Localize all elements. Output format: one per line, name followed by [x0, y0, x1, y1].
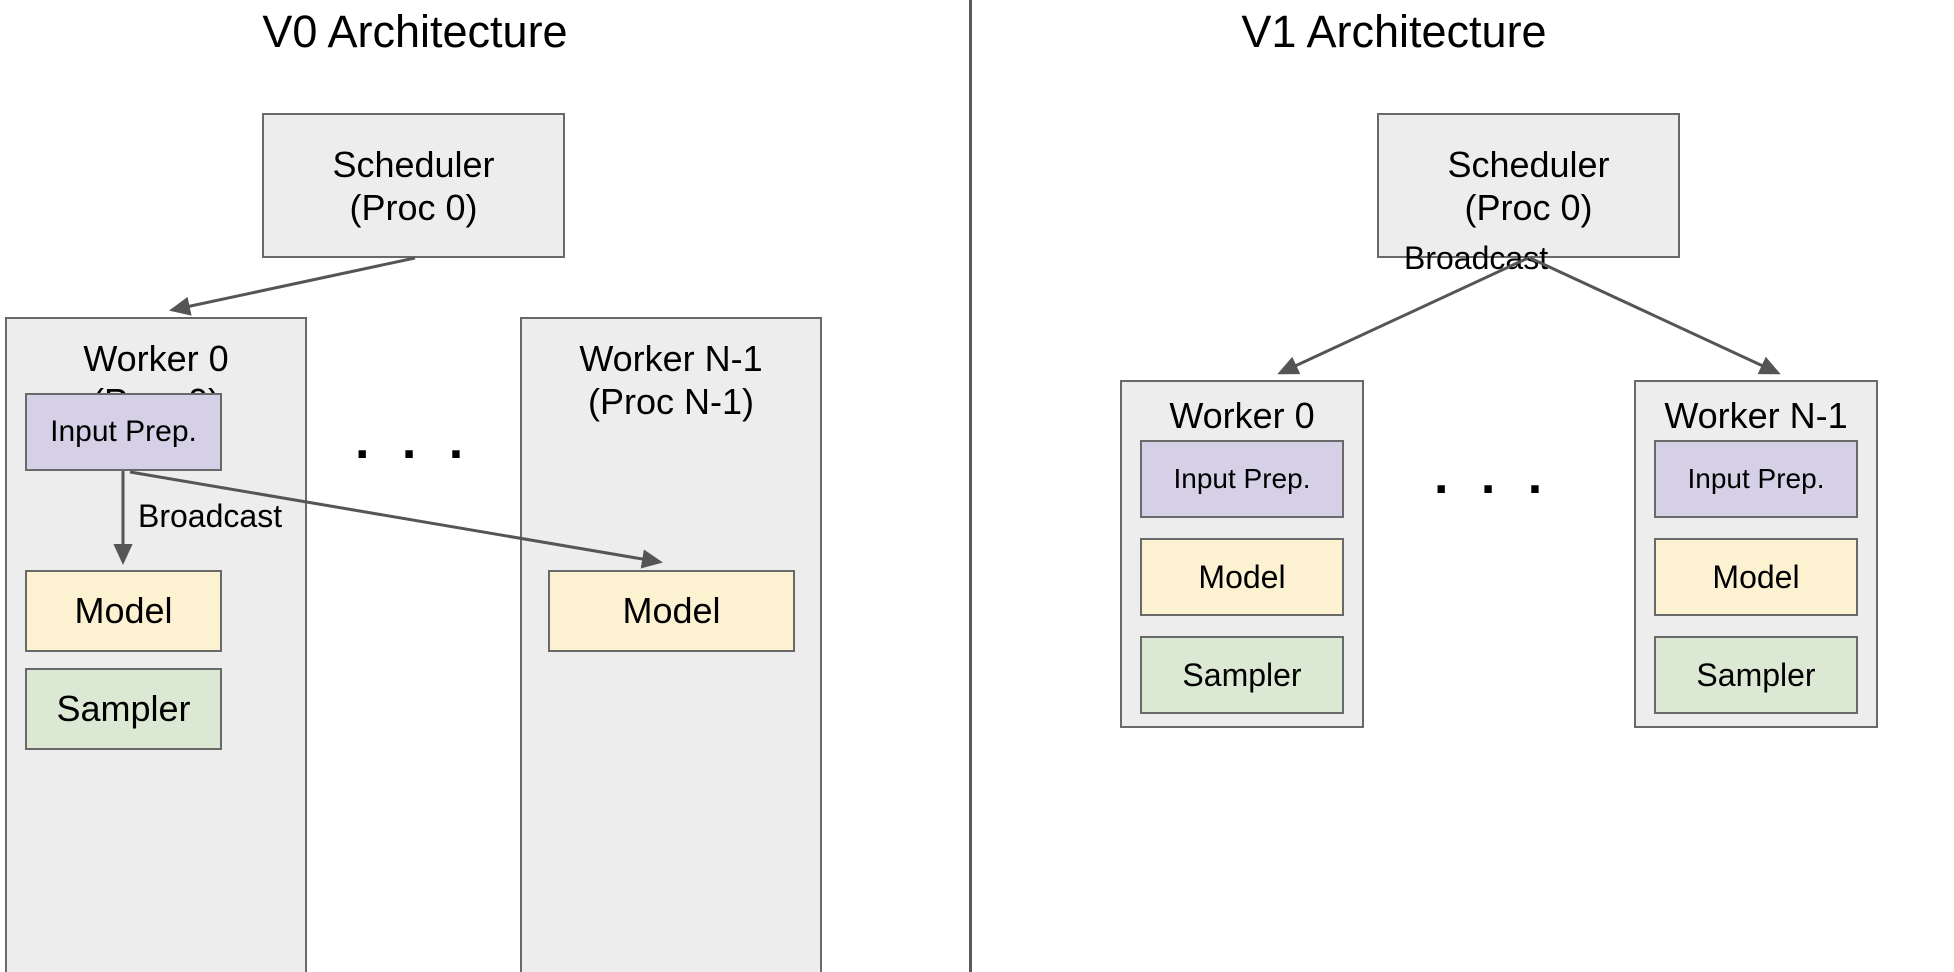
v1-worker-0-sampler-chip: Sampler: [1140, 636, 1344, 714]
v1-scheduler-line1: Scheduler: [1447, 143, 1610, 185]
v1-worker-n-1-sampler-chip: Sampler: [1654, 636, 1858, 714]
v0-scheduler-line2: (Proc 0): [349, 186, 478, 228]
panel-v1-title: V1 Architecture: [1241, 6, 1547, 57]
v1-scheduler-line2: (Proc 0): [1464, 186, 1593, 228]
v1-worker-0-input-prep-chip: Input Prep.: [1140, 440, 1344, 518]
v1-worker-n-1-line1: Worker N-1: [1664, 395, 1848, 436]
v0-scheduler-line1: Scheduler: [332, 143, 495, 185]
v0-worker-n-1-model-chip: Model: [548, 570, 795, 652]
v1-worker-0-line1: Worker 0: [1169, 395, 1315, 436]
panel-divider: [969, 0, 972, 972]
v1-workers-ellipsis: . . .: [1434, 447, 1552, 505]
panel-v0-architecture: V0 Architecture Scheduler (Proc 0) Worke…: [0, 0, 970, 972]
v0-worker-n-1-line2: (Proc N-1): [587, 381, 754, 422]
v1-scheduler-box: Scheduler (Proc 0): [1377, 113, 1680, 258]
v0-worker-0-sampler-chip: Sampler: [25, 668, 222, 750]
v1-worker-n-1-model-chip: Model: [1654, 538, 1858, 616]
v0-workers-ellipsis: . . .: [355, 412, 473, 470]
v0-scheduler-box: Scheduler (Proc 0): [262, 113, 565, 258]
v0-worker-0-input-prep-chip: Input Prep.: [25, 393, 222, 471]
v1-broadcast-edge-label: Broadcast: [1404, 240, 1549, 276]
panel-v1-architecture: V1 Architecture Scheduler (Proc 0) Broad…: [972, 0, 1954, 972]
v0-broadcast-edge-label: Broadcast: [138, 498, 283, 534]
v1-worker-0-model-chip: Model: [1140, 538, 1344, 616]
v1-worker-n-1-input-prep-chip: Input Prep.: [1654, 440, 1858, 518]
v0-worker-n-1-line1: Worker N-1: [579, 338, 763, 379]
panel-v0-title: V0 Architecture: [262, 6, 568, 57]
v0-worker-0-model-chip: Model: [25, 570, 222, 652]
v0-worker-0-line1: Worker 0: [83, 338, 229, 379]
